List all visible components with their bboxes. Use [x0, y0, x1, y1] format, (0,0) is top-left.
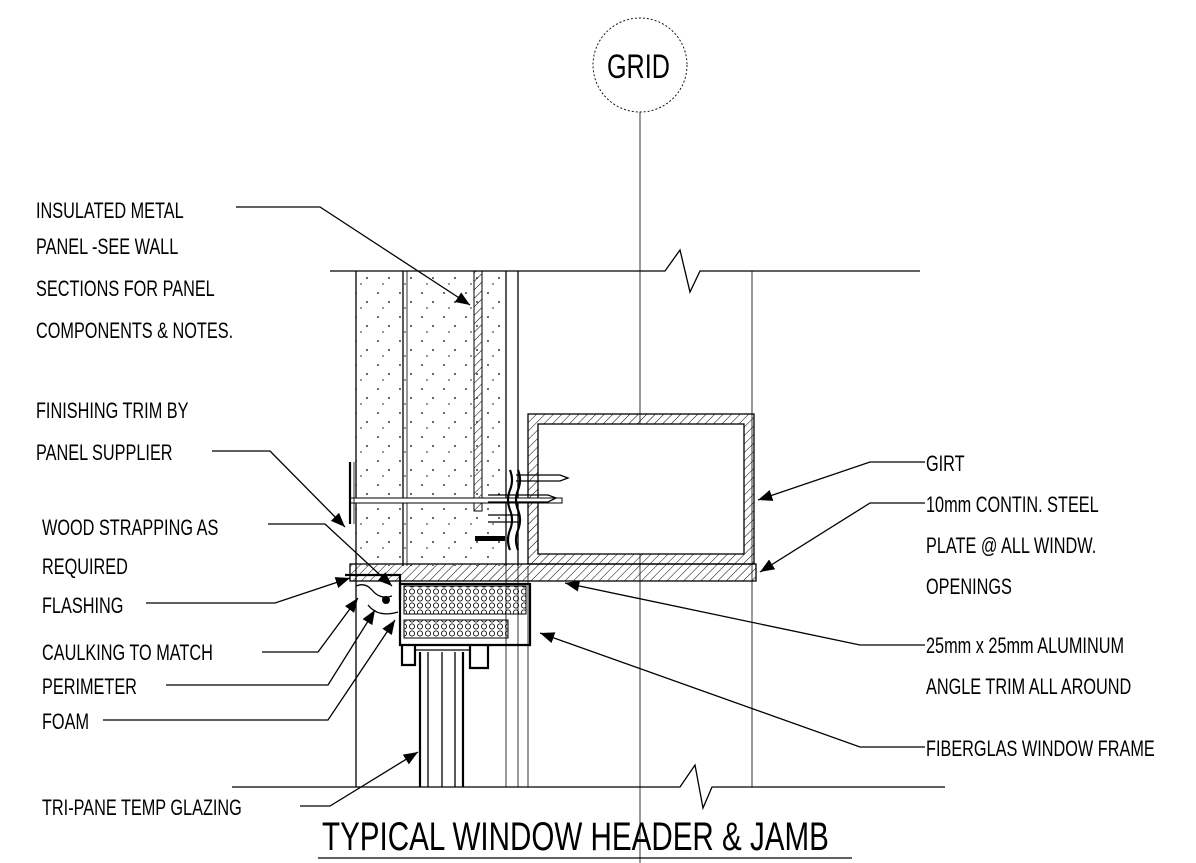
note-steel-plate-line-1: 10mm CONTIN. STEEL — [926, 493, 1099, 518]
drawing-title: TYPICAL WINDOW HEADER & JAMB — [322, 815, 829, 859]
note-insulated-panel-line-4: COMPONENTS & NOTES. — [36, 319, 233, 344]
note-insulated-panel-line-1: INSULATED METAL — [36, 199, 184, 224]
note-angle-trim-line-2: ANGLE TRIM ALL AROUND — [926, 675, 1131, 700]
note-flashing: FLASHING — [42, 594, 123, 619]
note-foam: FOAM — [42, 710, 89, 735]
note-finishing-trim: FINISHING TRIM BY PANEL SUPPLIER — [36, 399, 189, 466]
note-insulated-panel: INSULATED METAL PANEL -SEE WALL SECTIONS… — [36, 199, 233, 344]
note-steel-plate: 10mm CONTIN. STEEL PLATE @ ALL WINDW. OP… — [926, 493, 1099, 600]
tri-pane-glazing — [418, 652, 465, 787]
note-wood-strapping: WOOD STRAPPING AS REQUIRED — [42, 516, 218, 580]
grid-bubble: GRID — [592, 17, 688, 113]
leader-lines — [103, 206, 925, 807]
note-angle-trim: 25mm x 25mm ALUMINUM ANGLE TRIM ALL AROU… — [926, 634, 1131, 700]
note-angle-trim-line-1: 25mm x 25mm ALUMINUM — [926, 634, 1124, 659]
note-girt: GIRT — [926, 452, 965, 477]
girt-tube — [527, 413, 755, 565]
top-break-line — [330, 248, 920, 294]
fasteners — [348, 462, 570, 551]
note-wood-strapping-line-1: WOOD STRAPPING AS — [42, 516, 218, 541]
note-window-frame: FIBERGLAS WINDOW FRAME — [926, 737, 1155, 762]
note-glazing: TRI-PANE TEMP GLAZING — [42, 796, 242, 821]
window-frame — [398, 582, 532, 670]
note-finishing-trim-line-2: PANEL SUPPLIER — [36, 441, 173, 466]
insulated-metal-panel — [355, 270, 529, 787]
note-caulking: CAULKING TO MATCH — [42, 641, 213, 666]
note-insulated-panel-line-2: PANEL -SEE WALL — [36, 235, 178, 260]
note-insulated-panel-line-3: SECTIONS FOR PANEL — [36, 277, 215, 302]
grid-bubble-label: GRID — [607, 48, 670, 86]
flashing-caulk — [345, 573, 402, 615]
steel-plate — [349, 563, 757, 582]
note-wood-strapping-line-2: REQUIRED — [42, 555, 128, 580]
note-steel-plate-line-3: OPENINGS — [926, 575, 1012, 600]
note-perimeter: PERIMETER — [42, 675, 137, 700]
bottom-break-line — [232, 763, 945, 811]
note-steel-plate-line-2: PLATE @ ALL WINDW. — [926, 534, 1096, 559]
note-finishing-trim-line-1: FINISHING TRIM BY — [36, 399, 189, 424]
